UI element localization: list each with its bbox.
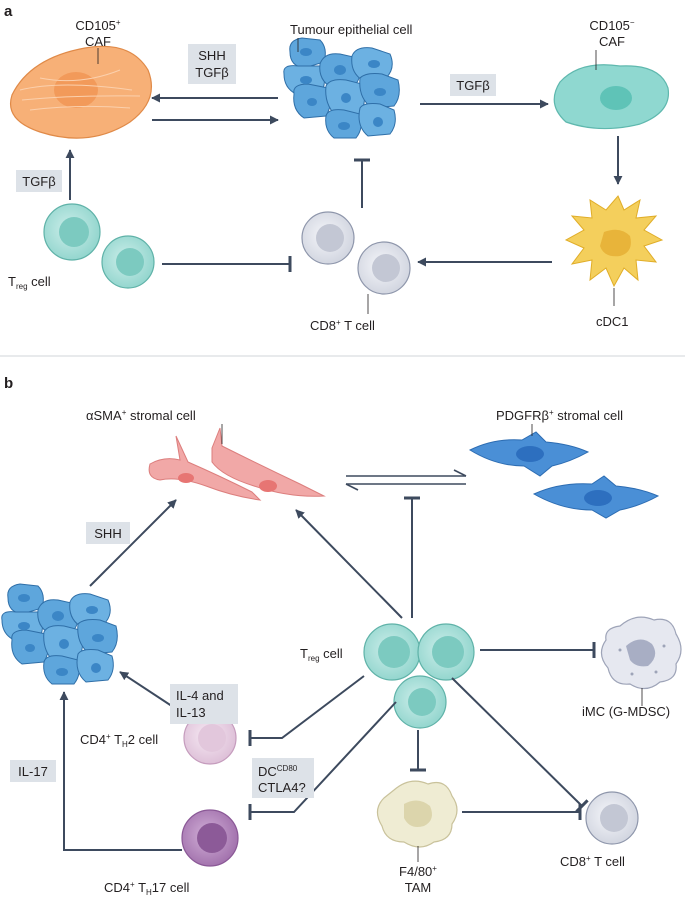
tumour-epithelial-cluster-b <box>1 583 118 685</box>
tam-label: F4/80+ <box>399 864 437 879</box>
cd105-neg-caf-cell <box>553 64 670 130</box>
panel-b-letter: b <box>4 375 13 392</box>
il4-il13-box <box>170 684 238 724</box>
treg-cells-b <box>363 623 475 729</box>
tgfb-left-box <box>16 170 62 192</box>
il17-label: IL-17 <box>18 764 48 779</box>
il4-line2: IL-13 <box>176 705 206 720</box>
pdgfrb-stromal-cells <box>468 431 660 519</box>
tgfb-left-label: TGFβ <box>22 174 55 189</box>
imc-label: iMC (G-MDSC) <box>582 704 670 719</box>
pdgfrb-label: PDGFRβ+ stromal cell <box>496 408 623 423</box>
equilibrium-top-barb <box>453 469 467 477</box>
arrow-th17-to-tumour <box>59 691 182 851</box>
cd105-neg-caf-label-line2: CAF <box>599 34 625 49</box>
cd105-pos-caf-label: CD105+ <box>75 18 120 33</box>
cd8-t-cells-a <box>301 211 411 295</box>
inhibit-treg-to-th2 <box>248 675 365 746</box>
tam-label-line2: TAM <box>405 880 431 895</box>
tam-cell <box>376 780 458 848</box>
tgfb-right-label: TGFβ <box>456 78 489 93</box>
cdc1-cell <box>564 195 664 288</box>
th17-label: CD4+ TH17 cell <box>104 880 189 897</box>
shh-tgfb-box <box>188 44 236 84</box>
cdc1-label: cDC1 <box>596 314 629 329</box>
th2-label: CD4+ TH2 cell <box>80 732 158 749</box>
il4-line1: IL-4 and <box>176 688 224 703</box>
inhibit-treg-to-th17 <box>248 701 397 820</box>
asma-label: αSMA+ stromal cell <box>86 408 196 423</box>
cd8-t-cell-b <box>585 791 639 845</box>
il17-box <box>10 760 56 782</box>
equilibrium-bottom-barb <box>345 483 359 491</box>
shh-label: SHH <box>94 526 121 541</box>
treg-cells-a <box>43 203 155 289</box>
tumour-epithelial-label: Tumour epithelial cell <box>290 22 412 37</box>
cd8-a-label: CD8+ T cell <box>310 318 375 333</box>
dc-ctla4-box <box>252 758 314 798</box>
inhibit-treg-to-cd8-b <box>451 677 589 813</box>
shh-box <box>86 522 130 544</box>
panel-a-letter: a <box>4 3 13 20</box>
tumour-epithelial-cluster <box>283 37 400 139</box>
cd105-pos-caf-cell <box>10 45 152 139</box>
asma-stromal-cells <box>148 427 326 501</box>
th2-cell <box>183 711 237 765</box>
cd105-neg-caf-label: CD105− <box>589 18 634 33</box>
shh-tgfb-line2: TGFβ <box>195 65 228 80</box>
cd105-pos-caf-label-line2: CAF <box>85 34 111 49</box>
imc-cell <box>600 616 682 690</box>
tgfb-right-box <box>450 74 496 96</box>
shh-tgfb-line1: SHH <box>198 48 225 63</box>
arrow-tumour-to-asma <box>89 499 177 587</box>
th17-cell <box>181 809 239 867</box>
treg-b-label: Treg cell <box>300 646 343 663</box>
arrow-treg-to-asma <box>295 509 403 619</box>
treg-a-label: Treg cell <box>8 274 51 291</box>
cd8-b-label: CD8+ T cell <box>560 854 625 869</box>
dc-cd80-label: DCCD80 <box>258 764 298 779</box>
ctla4-label: CTLA4? <box>258 780 306 795</box>
